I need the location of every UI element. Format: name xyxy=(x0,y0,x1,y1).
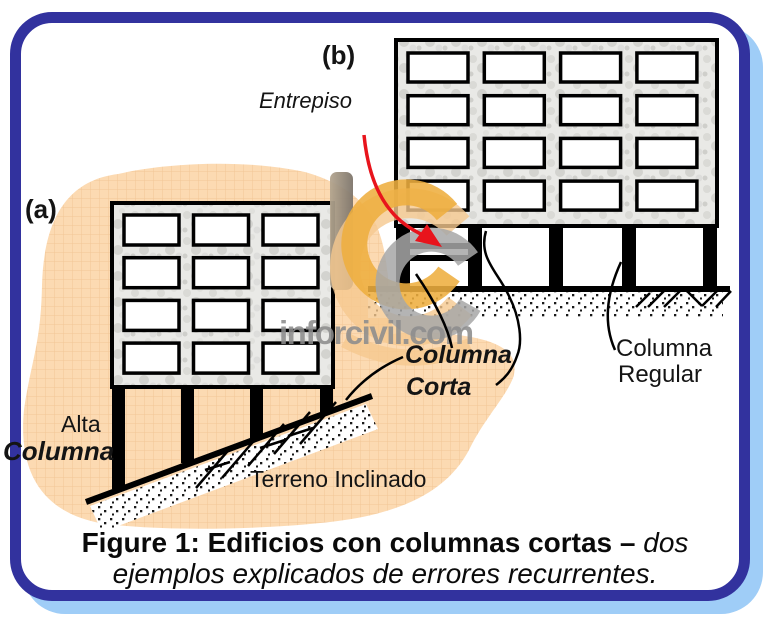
logo-gold-arc xyxy=(341,179,460,310)
window xyxy=(635,179,699,212)
column xyxy=(549,226,563,287)
window xyxy=(261,298,320,333)
window xyxy=(635,51,699,84)
leader-column-to-regular xyxy=(606,261,623,351)
columna-regular-label-line2: Regular xyxy=(618,361,703,388)
window xyxy=(122,255,181,290)
window xyxy=(635,136,699,170)
leader-entrepiso-to-corta xyxy=(414,273,454,349)
window xyxy=(482,136,547,170)
window xyxy=(191,298,251,333)
window xyxy=(558,136,623,170)
building-a-columns xyxy=(112,387,333,489)
window xyxy=(122,213,181,247)
window xyxy=(406,51,470,84)
caption-line2: ejemplos explicados de errores recurrent… xyxy=(112,558,658,589)
leader-alta-to-corta xyxy=(345,355,404,401)
column xyxy=(468,226,482,287)
column xyxy=(320,387,333,412)
entrepiso-label: Entrepiso xyxy=(259,88,352,113)
window xyxy=(482,179,547,212)
column xyxy=(703,226,717,287)
caption-bold-part: Figure 1: Edificios con columnas cortas … xyxy=(81,527,636,558)
window xyxy=(191,341,251,375)
window xyxy=(558,51,623,84)
window xyxy=(261,213,320,247)
alta-columna-label-line2: Columna xyxy=(3,436,115,466)
alta-columna-label-line1: Alta xyxy=(61,411,101,437)
column xyxy=(181,387,194,463)
window xyxy=(558,93,623,127)
column xyxy=(250,387,263,438)
panel-a-label: (a) xyxy=(25,194,57,224)
terreno-inclinado-label: Terreno Inclinado xyxy=(250,466,427,492)
window xyxy=(122,341,181,375)
caption-italic-part: dos xyxy=(635,527,689,558)
building-a-windows xyxy=(122,213,320,375)
window xyxy=(122,298,181,333)
window xyxy=(406,136,470,170)
column xyxy=(112,387,125,489)
columna-regular-label-line1: Columna xyxy=(616,335,713,362)
window xyxy=(191,255,251,290)
figure-caption: Figure 1: Edificios con columnas cortas … xyxy=(22,527,748,589)
entrepiso-arrow xyxy=(362,134,442,247)
column xyxy=(622,226,636,287)
level-ground-line xyxy=(368,286,730,292)
window xyxy=(635,93,699,127)
window xyxy=(261,341,320,375)
soil-hatch-a xyxy=(195,401,337,489)
window xyxy=(482,51,547,84)
soil-hatch-b xyxy=(635,289,732,308)
window xyxy=(261,255,320,290)
leader-column-to-corta xyxy=(483,230,522,386)
columna-corta-label-line2: Corta xyxy=(406,373,472,401)
window xyxy=(558,179,623,212)
window xyxy=(406,93,470,127)
logo-crescent xyxy=(341,332,473,366)
window xyxy=(482,93,547,127)
window xyxy=(191,213,251,247)
columna-corta-label-line1: Columna xyxy=(405,341,512,369)
panel-b-label: (b) xyxy=(322,40,356,70)
